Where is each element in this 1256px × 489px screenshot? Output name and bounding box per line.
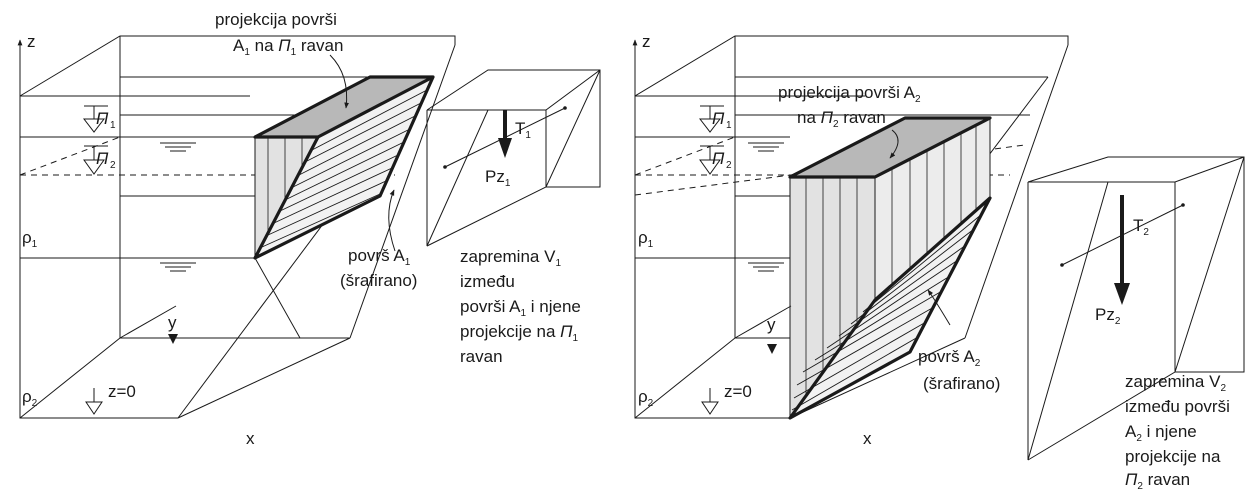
svg-text:2: 2 — [110, 160, 116, 171]
right-rho2: ρ2 — [638, 387, 654, 409]
right-y-arrow-icon — [767, 344, 777, 354]
right-pi1-marker: Π 1 — [698, 105, 732, 133]
left-vol-text-1: zapremina V1 — [460, 247, 561, 269]
left-surface-label: površ A1 — [348, 246, 411, 268]
svg-text:1: 1 — [110, 120, 116, 131]
right-vol-T: T2 — [1133, 216, 1149, 238]
left-y-axis — [119, 305, 177, 339]
left-vol-text-2: između — [460, 272, 515, 291]
right-surface-face — [790, 198, 990, 418]
right-vol-text-3: A2 i njene — [1125, 422, 1197, 444]
right-vol-text-4: projekcije na — [1125, 447, 1221, 466]
right-free-surface-symbol-2 — [748, 262, 784, 272]
right-panel: z x y Π 1 Π 2 ρ1 ρ2 — [632, 32, 1245, 489]
left-surface-hatched: (šrafirano) — [340, 271, 417, 290]
right-surface-label: površ A2 — [918, 347, 981, 369]
right-rho1: ρ1 — [638, 228, 654, 250]
right-free-surface-symbol-1 — [748, 142, 784, 152]
right-callout-top-arrow — [889, 129, 899, 159]
svg-text:Π: Π — [712, 149, 725, 168]
right-x-label: x — [863, 429, 872, 448]
left-vol-text-5: ravan — [460, 347, 503, 366]
left-pi1-marker: Π 1 — [82, 105, 116, 133]
left-vol-text-3: površi A1 i njene — [460, 297, 581, 319]
right-surface-hatched: (šrafirano) — [923, 374, 1000, 393]
left-surface-callout-arrow — [388, 189, 396, 252]
left-vol-text-4: projekcije na Π1 — [460, 322, 579, 344]
left-callout-top-line2: A1 na Π1 ravan — [233, 36, 343, 58]
right-side-face — [790, 177, 875, 418]
left-projection-face — [255, 77, 433, 137]
right-back-face — [790, 118, 990, 418]
right-y-axis — [734, 305, 792, 339]
left-volume-box — [426, 69, 601, 247]
svg-text:Π: Π — [96, 149, 109, 168]
left-pi2-marker: Π 2 — [83, 145, 116, 175]
svg-text:z=0: z=0 — [108, 382, 136, 401]
right-callout-top-line2: na Π2 ravan — [797, 108, 886, 130]
right-surface-callout-arrow — [927, 289, 951, 326]
left-z0-marker: z=0 — [85, 382, 136, 415]
left-free-surface-symbol-2 — [160, 262, 196, 272]
right-pi2-marker: Π 2 — [699, 145, 732, 175]
left-dashed-diagonal — [19, 136, 121, 176]
svg-text:Π: Π — [712, 109, 725, 128]
left-vol-T: T1 — [515, 119, 531, 141]
left-callout-top-line1: projekcija površi — [215, 10, 337, 29]
left-vol-Pz: Pz1 — [485, 167, 511, 189]
right-z0-marker: z=0 — [701, 382, 752, 415]
left-x-label: x — [246, 429, 255, 448]
right-vol-Pz: Pz2 — [1095, 305, 1121, 327]
left-callout-top-arrow — [329, 54, 350, 109]
right-force-arrow-icon — [1114, 283, 1130, 305]
left-surface-outline — [253, 76, 435, 260]
left-z-label: z — [27, 32, 36, 51]
right-vol-text-5: Π2 ravan — [1125, 470, 1190, 489]
left-panel: z x y Π 1 Π 2 — [17, 10, 601, 448]
left-force-arrow-icon — [498, 138, 512, 158]
right-dashed-diagonal — [634, 136, 736, 176]
left-free-surface-symbol-1 — [160, 142, 196, 152]
right-vertical-lines — [805, 125, 977, 396]
right-surface-outline — [788, 196, 992, 420]
left-y-arrow-icon — [168, 334, 178, 344]
svg-text:Π: Π — [96, 109, 109, 128]
right-vol-text-2: između površi — [1125, 397, 1230, 416]
right-projection-face — [790, 118, 990, 177]
right-callout-top-line1: projekcija površi A2 — [778, 83, 921, 105]
svg-text:2: 2 — [726, 160, 732, 171]
left-rho2: ρ2 — [22, 387, 38, 409]
right-z-label: z — [642, 32, 651, 51]
left-y-label: y — [168, 313, 177, 332]
right-y-label: y — [767, 315, 776, 334]
svg-text:1: 1 — [726, 120, 732, 131]
left-surface-face — [255, 77, 433, 258]
right-volume-box — [1027, 156, 1245, 461]
svg-text:z=0: z=0 — [724, 382, 752, 401]
left-rho1: ρ1 — [22, 228, 38, 250]
right-vol-text-1: zapremina V2 — [1125, 372, 1226, 394]
